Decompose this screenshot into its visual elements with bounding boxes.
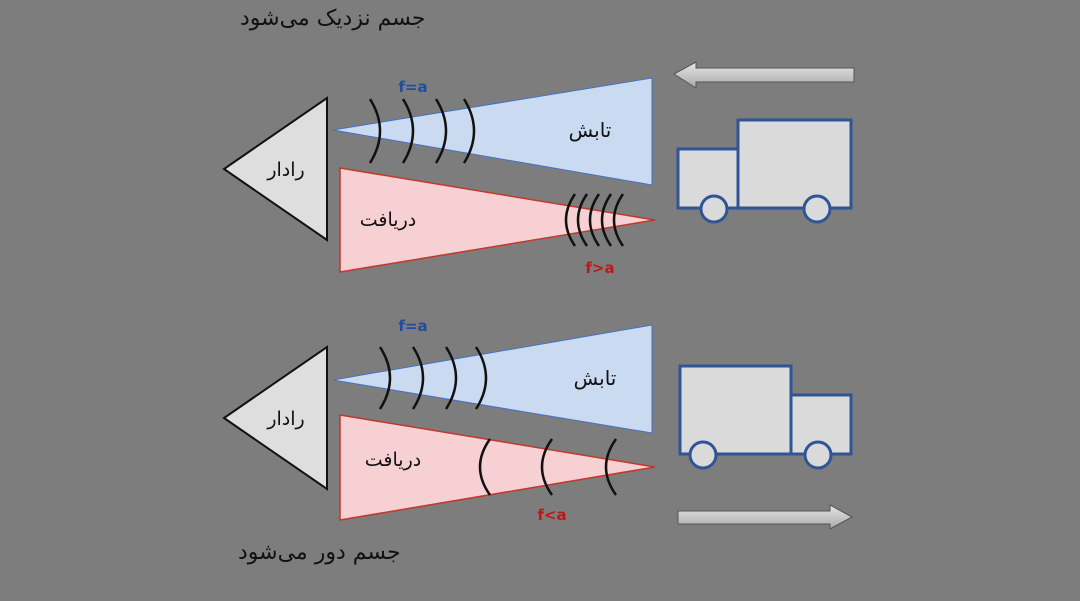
emit-beam-top: تابش f=a bbox=[332, 77, 653, 186]
truck-cargo-box bbox=[678, 364, 793, 456]
receive-label: دریافت bbox=[365, 449, 421, 471]
receive-cone bbox=[339, 167, 656, 273]
emit-frequency: f=a bbox=[398, 78, 427, 96]
emit-label: تابش bbox=[569, 118, 612, 142]
radar-triangle bbox=[222, 345, 328, 491]
emit-cone bbox=[332, 324, 653, 434]
radar-label: رادار bbox=[266, 159, 304, 181]
truck-wheel bbox=[688, 440, 718, 470]
wavefront bbox=[411, 346, 425, 410]
wavefront bbox=[588, 193, 601, 247]
wavefront bbox=[540, 438, 554, 496]
caption-receding: جسم دور می‌شود bbox=[238, 540, 401, 565]
truck-wheel bbox=[803, 440, 833, 470]
wavefront bbox=[368, 98, 382, 164]
truck-icon bbox=[678, 364, 853, 470]
top-panel: رادار تابش f=a دریافت f>a bbox=[222, 61, 855, 277]
arrow-left-icon bbox=[673, 61, 855, 89]
wavefront bbox=[478, 438, 492, 496]
receive-beam-bottom: دریافت f<a bbox=[339, 414, 656, 524]
wavefront bbox=[462, 98, 476, 164]
wavefront bbox=[604, 438, 618, 496]
emit-beam-bottom: تابش f=a bbox=[332, 317, 653, 434]
emit-label: تابش bbox=[574, 366, 617, 390]
truck-icon bbox=[676, 118, 853, 224]
wavefront bbox=[401, 98, 415, 164]
truck-cargo-box bbox=[736, 118, 853, 210]
wavefront bbox=[378, 346, 392, 410]
emit-cone bbox=[332, 77, 653, 186]
radar-bottom: رادار bbox=[222, 345, 328, 491]
receive-beam-top: دریافت f>a bbox=[339, 167, 656, 277]
wavefront bbox=[444, 346, 458, 410]
bottom-panel: رادار تابش f=a دریافت f<a bbox=[222, 317, 854, 530]
receive-cone bbox=[339, 414, 656, 521]
wavefront bbox=[576, 193, 589, 247]
radar-top: رادار bbox=[222, 96, 328, 242]
arrow-right-icon bbox=[677, 504, 854, 530]
truck-wheel bbox=[699, 194, 729, 224]
receive-label: دریافت bbox=[360, 209, 416, 231]
truck-wheel bbox=[802, 194, 832, 224]
emit-frequency: f=a bbox=[398, 317, 427, 335]
wavefront bbox=[600, 193, 613, 247]
wavefront bbox=[564, 193, 577, 247]
wavefront bbox=[612, 193, 625, 247]
radar-label: رادار bbox=[266, 408, 304, 430]
receive-frequency: f>a bbox=[585, 259, 614, 277]
caption-approaching: جسم نزدیک می‌شود bbox=[240, 6, 426, 31]
wavefront bbox=[434, 98, 448, 164]
receive-frequency: f<a bbox=[537, 506, 566, 524]
wavefront bbox=[474, 346, 488, 410]
radar-triangle bbox=[222, 96, 328, 242]
